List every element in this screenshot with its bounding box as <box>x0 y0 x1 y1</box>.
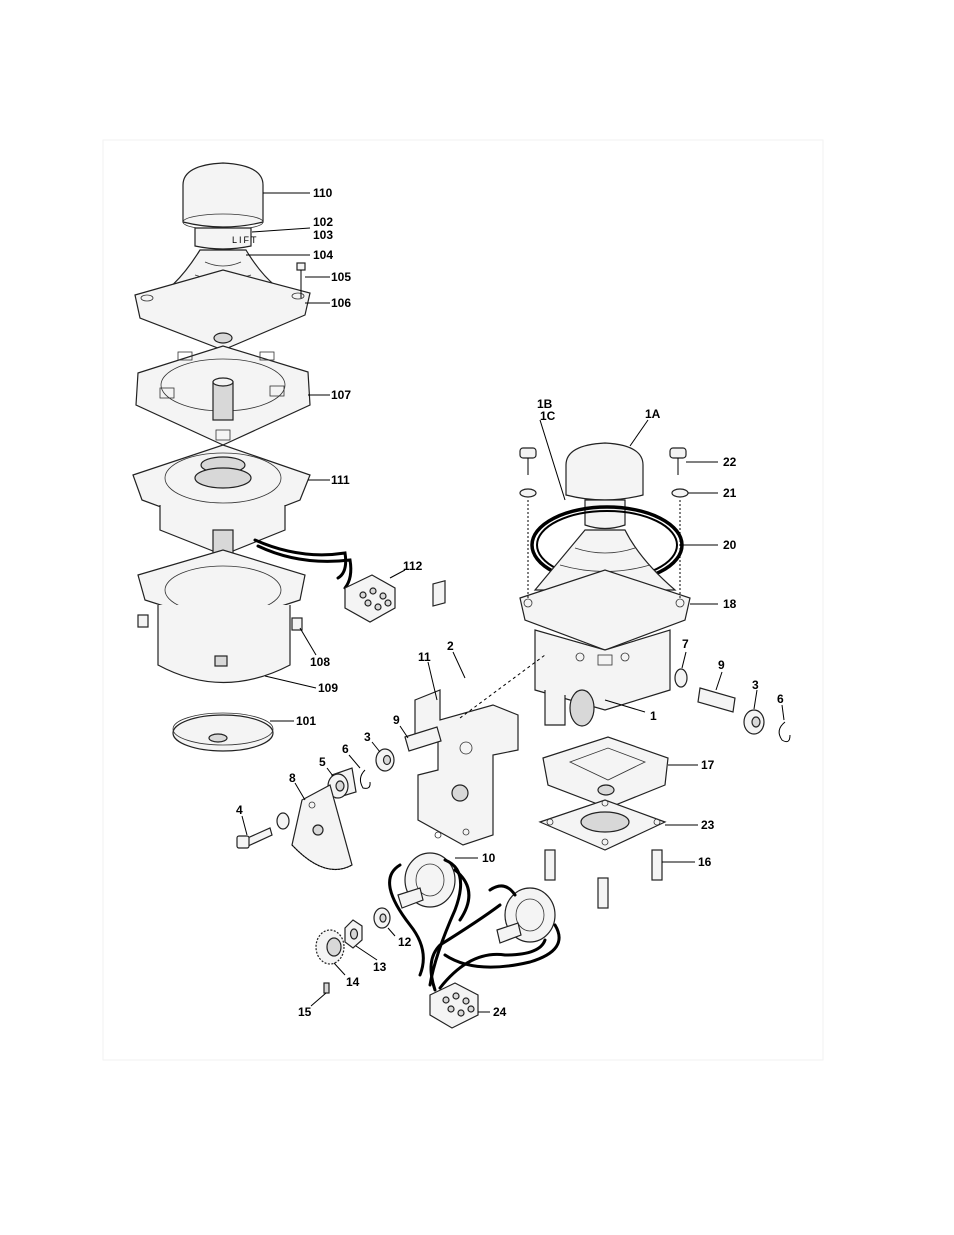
leader-lines <box>241 192 785 1013</box>
part-23-gasket <box>538 799 667 851</box>
label-1: 1 <box>650 709 657 723</box>
part-107-frame <box>135 345 311 446</box>
label-23: 23 <box>701 818 715 832</box>
label-4: 4 <box>236 803 243 817</box>
label-106: 106 <box>331 296 351 310</box>
part-106-plate <box>134 269 311 351</box>
part-105-screw <box>296 262 306 298</box>
label-8: 8 <box>289 771 296 785</box>
part-109-housing <box>137 549 306 684</box>
label-21: 21 <box>723 486 737 500</box>
label-2: 2 <box>447 639 454 653</box>
label-111: 111 <box>331 473 350 487</box>
part-13-nut <box>344 919 363 949</box>
part-10-potentiometers <box>397 852 556 944</box>
label-107: 107 <box>331 388 351 402</box>
knob-text: LIFT <box>232 235 259 245</box>
part-14-gear <box>315 929 345 965</box>
callout-labels: 110 102 103 104 105 106 107 111 112 108 … <box>236 186 784 1019</box>
right-assembly <box>519 442 791 909</box>
part-3-bushing <box>375 748 395 772</box>
label-1a: 1A <box>645 407 661 421</box>
part-9-bushing <box>404 726 442 752</box>
label-17: 17 <box>701 758 715 772</box>
label-11: 11 <box>418 650 431 664</box>
part-101-base <box>172 712 274 752</box>
part-1-body <box>534 629 671 727</box>
part-12-washer <box>373 907 391 929</box>
part-18-boot <box>519 529 691 651</box>
part-22-screws <box>519 447 687 600</box>
label-6: 6 <box>342 742 349 756</box>
label-103: 103 <box>313 228 333 242</box>
part-21-washers <box>519 488 689 498</box>
part-6-clip-right <box>778 721 791 743</box>
part-4-screw <box>236 812 290 849</box>
part-1a-knob <box>565 442 644 530</box>
label-9-right: 9 <box>718 658 725 672</box>
left-assembly: LIFT <box>132 162 396 752</box>
part-16-bolts <box>544 849 663 909</box>
part-11-plates <box>432 580 446 607</box>
label-102: 102 <box>313 215 333 229</box>
label-14: 14 <box>346 975 360 989</box>
part-5-collar <box>327 767 357 799</box>
part-17-frame <box>542 736 669 809</box>
label-12: 12 <box>398 935 412 949</box>
label-5: 5 <box>319 755 326 769</box>
label-15: 15 <box>298 1005 312 1019</box>
label-22: 22 <box>723 455 737 469</box>
label-101: 101 <box>296 714 316 728</box>
middle-assembly <box>236 580 561 1029</box>
label-112: 112 <box>403 559 423 573</box>
label-3: 3 <box>364 730 371 744</box>
label-16: 16 <box>698 855 712 869</box>
part-110-knob: LIFT <box>182 162 264 250</box>
label-10: 10 <box>482 851 496 865</box>
part-3-bushing-right <box>743 709 765 735</box>
label-20: 20 <box>723 538 737 552</box>
part-112-connector <box>253 538 396 623</box>
label-6-right: 6 <box>777 692 784 706</box>
label-3-right: 3 <box>752 678 759 692</box>
wire-harness <box>388 858 561 992</box>
part-8-sector <box>291 784 353 871</box>
label-1b: 1B <box>537 397 553 411</box>
part-6-clip <box>359 769 371 789</box>
label-110: 110 <box>313 186 333 200</box>
part-9-bushing-right <box>697 687 736 713</box>
part-2-bracket <box>414 654 546 846</box>
part-15-setscrew <box>323 982 330 994</box>
label-108: 108 <box>310 655 330 669</box>
label-109: 109 <box>318 681 338 695</box>
part-111-mechanism <box>132 444 311 566</box>
label-1c: 1C <box>540 409 556 423</box>
label-105: 105 <box>331 270 351 284</box>
label-13: 13 <box>373 960 387 974</box>
part-7-washer <box>674 668 688 688</box>
label-24: 24 <box>493 1005 507 1019</box>
part-24-connector <box>429 982 479 1029</box>
label-104: 104 <box>313 248 333 262</box>
part-108-bolts <box>137 614 303 631</box>
label-7: 7 <box>682 637 689 651</box>
label-18: 18 <box>723 597 737 611</box>
label-9: 9 <box>393 713 400 727</box>
